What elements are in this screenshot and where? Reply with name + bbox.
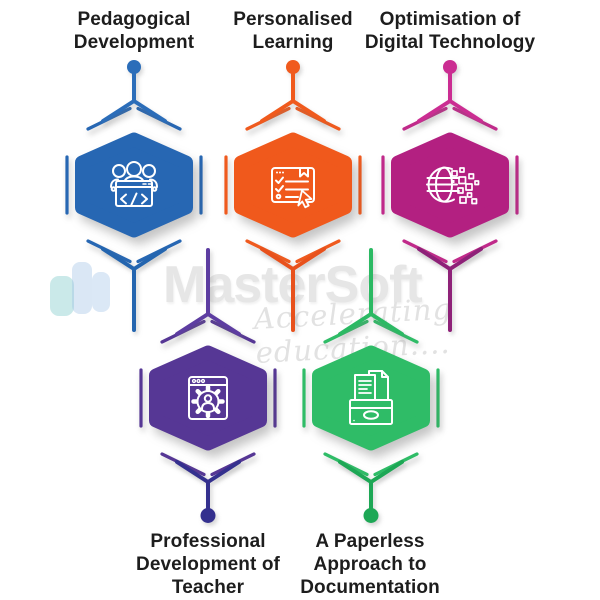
connector-bottom	[417, 247, 483, 332]
connector-top	[338, 248, 404, 336]
connector-top	[260, 60, 326, 123]
label-pedagogical-development: Pedagogical Development	[73, 9, 195, 53]
connector-bottom	[175, 460, 241, 523]
label-optimisation-digital-technology: Optimisation of Digital Technology	[364, 9, 536, 53]
connector-dot	[127, 60, 141, 74]
checklist-icon	[271, 167, 315, 209]
hexagon-card-optimisation-digital-technology	[381, 60, 519, 332]
connector-dot	[286, 60, 300, 74]
digital-globe-icon	[426, 166, 480, 205]
connector-dot	[200, 508, 216, 523]
label-professional-development-teacher: Professional Development of Teacher	[136, 531, 280, 598]
connector-top	[175, 248, 241, 336]
connector-top	[101, 60, 167, 123]
connector-bottom	[260, 247, 326, 332]
label-paperless-documentation: A Paperless Approach to Documentation	[300, 531, 440, 598]
gear-profile-icon	[188, 376, 228, 420]
archive-documents-icon	[349, 370, 393, 425]
connector-dot	[443, 60, 457, 74]
connector-top	[417, 60, 483, 123]
hexagon-card-paperless-documentation	[302, 248, 440, 523]
team-code-icon	[110, 161, 158, 207]
connector-bottom	[338, 460, 404, 523]
hexagon-card-personalised-learning	[224, 60, 362, 332]
hexagon-card-professional-development-teacher	[139, 248, 277, 523]
label-personalised-learning: Personalised Learning	[233, 9, 353, 53]
connector-dot	[363, 508, 379, 523]
mastersoft-logo-watermark	[50, 262, 110, 316]
connector-bottom	[101, 247, 167, 332]
hexagon-card-pedagogical-development	[65, 60, 203, 332]
